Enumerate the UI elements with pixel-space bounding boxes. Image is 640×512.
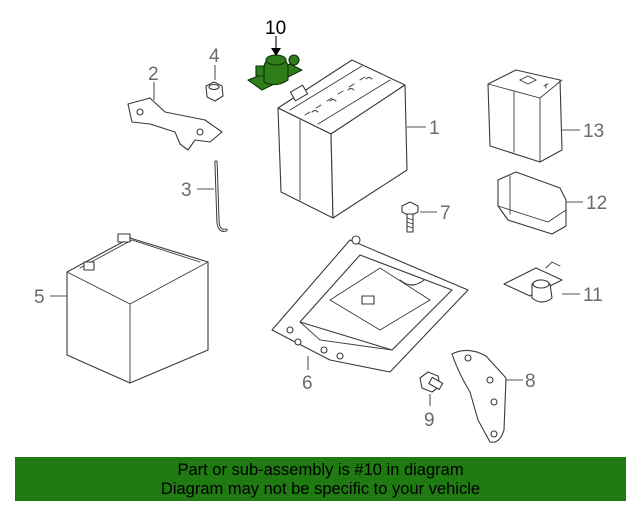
battery-part-1[interactable] (277, 59, 408, 219)
battery-insulator-part-5[interactable] (66, 233, 209, 384)
callout-5[interactable]: 5 (34, 287, 45, 308)
nut-part-4[interactable] (205, 81, 224, 102)
callout-8[interactable]: 8 (525, 371, 536, 392)
callout-10[interactable]: 10 (265, 18, 286, 39)
terminal-part-10[interactable] (247, 54, 303, 91)
parts-diagram: 1 2 3 4 5 (34, 18, 607, 443)
banner-line-1: Part or sub-assembly is #10 in diagram (177, 461, 464, 479)
callout-6[interactable]: 6 (302, 373, 313, 394)
terminal-cover-part-12[interactable] (497, 171, 567, 235)
banner-line-2: Diagram may not be specific to your vehi… (160, 480, 481, 498)
callout-9[interactable]: 9 (424, 410, 435, 431)
bracket-part-8[interactable] (451, 349, 507, 443)
hold-down-rod-part-3[interactable] (214, 160, 228, 232)
terminal-part-11[interactable] (503, 261, 563, 303)
bolt-part-7[interactable] (401, 201, 419, 233)
leader-arrow-10 (271, 48, 281, 56)
callout-3[interactable]: 3 (181, 180, 192, 201)
notice-banner: Part or sub-assembly is #10 in diagram D… (15, 457, 626, 501)
hold-down-bracket-part-2[interactable] (127, 97, 223, 151)
battery-tray-part-6[interactable] (271, 235, 469, 373)
bolt-part-9[interactable] (419, 371, 444, 393)
callout-12[interactable]: 12 (586, 193, 607, 214)
callout-2[interactable]: 2 (148, 64, 159, 85)
callout-7[interactable]: 7 (440, 203, 451, 224)
callout-11[interactable]: 11 (583, 285, 603, 306)
terminal-cover-part-13[interactable] (487, 69, 563, 163)
callout-1[interactable]: 1 (429, 118, 440, 139)
callout-4[interactable]: 4 (209, 46, 220, 67)
callout-13[interactable]: 13 (583, 121, 604, 142)
